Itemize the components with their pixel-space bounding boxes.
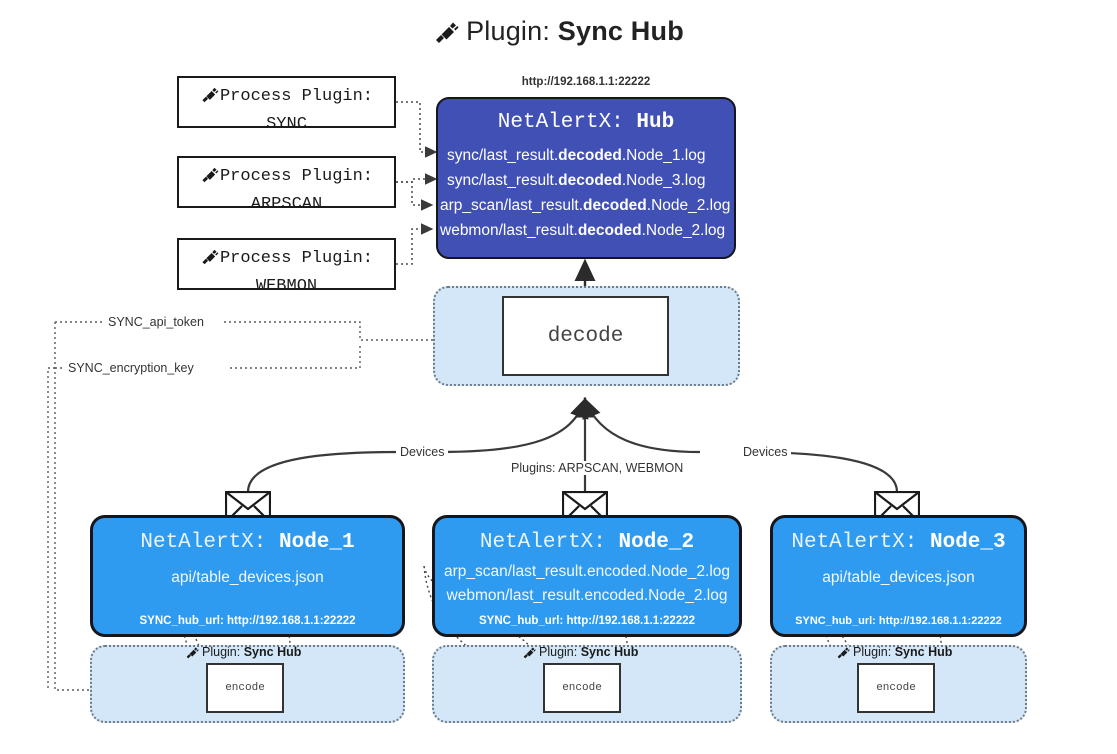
plug-icon [522,646,536,662]
encode-plugin-label: Plugin: Sync Hub [185,645,301,662]
hub-url-label: http://192.168.1.1:22222 [521,76,651,88]
hub-log-line: webmon/last_result.decoded.Node_2.log [440,222,726,240]
node-title-name: Node_1 [279,531,355,554]
hub-title: NetAlertX: Hub [438,111,734,134]
process-plugin-line1: Process Plugin: [179,247,394,275]
hub-log-line: sync/last_result.decoded.Node_3.log [447,172,706,190]
page-title-name: Sync Hub [557,16,684,46]
plug-icon [200,166,219,193]
encode-plugin-label: Plugin: Sync Hub [522,645,638,662]
plug-icon [200,86,219,113]
node-artifact: arp_scan/last_result.encoded.Node_2.log [443,563,731,580]
node-artifact-list: arp_scan/last_result.encoded.Node_2.log … [435,560,739,608]
edge-label-plugins: Plugins: ARPSCAN, WEBMON [507,461,688,475]
node-hub-url: SYNC_hub_url: http://192.168.1.1:22222 [795,615,1002,627]
plug-icon [200,248,219,275]
encode-label: encode [876,682,916,694]
node-title: NetAlertX: Node_1 [93,531,402,554]
node-title: NetAlertX: Node_2 [435,531,739,554]
node-artifact: api/table_devices.json [171,569,324,586]
node-3[interactable]: NetAlertX: Node_3 api/table_devices.json… [770,515,1027,637]
node-artifact-list: api/table_devices.json [93,566,402,590]
node-artifact: api/table_devices.json [822,569,975,586]
encode-plugin-prefix: Plugin: [853,645,892,659]
encode-plugin-name: Sync Hub [243,645,302,659]
plug-icon [836,646,850,662]
decode-label: decode [547,324,624,348]
encode-plugin-prefix: Plugin: [202,645,241,659]
process-plugin-sync[interactable]: Process Plugin: SYNC [177,76,396,134]
process-plugin-label: Process Plugin: [219,87,374,106]
hub-log-line: sync/last_result.decoded.Node_1.log [447,147,706,164]
process-plugin-label: Process Plugin: [219,249,374,268]
hub-log-line: arp_scan/last_result.decoded.Node_2.log [440,197,731,215]
process-plugin-name: WEBMON [255,276,318,296]
node-artifact-list: api/table_devices.json [773,566,1024,590]
node-title-prefix: NetAlertX: [791,531,918,554]
process-plugin-line1: Process Plugin: [179,165,394,193]
page-title: Plugin: Sync Hub [0,16,1117,51]
node-hub-url: SYNC_hub_url: http://192.168.1.1:22222 [478,615,696,627]
config-label-encryption-key: SYNC_encryption_key [64,361,198,375]
node-artifact: webmon/last_result.encoded.Node_2.log [446,587,728,605]
encode-box-node-3[interactable]: encode [857,663,935,713]
node-title-prefix: NetAlertX: [140,531,267,554]
encode-label: encode [225,682,265,694]
process-plugin-line1: Process Plugin: [179,85,394,113]
hub-title-name: Hub [636,111,675,134]
process-plugin-label: Process Plugin: [219,167,374,186]
encode-box-node-2[interactable]: encode [543,663,621,713]
node-title-name: Node_3 [930,531,1006,554]
node-title-name: Node_2 [618,531,695,554]
plug-icon [185,646,199,662]
encode-plugin-name: Sync Hub [580,645,639,659]
encode-label: encode [562,682,602,694]
process-plugin-name: ARPSCAN [250,194,323,214]
process-plugin-name: SYNC [266,114,307,134]
page-title-prefix: Plugin: [466,16,551,46]
node-title-prefix: NetAlertX: [479,531,606,554]
edge-label-devices-right: Devices [739,445,792,459]
node-hub-url: SYNC_hub_url: http://192.168.1.1:22222 [139,615,356,627]
encode-plugin-name: Sync Hub [894,645,953,659]
hub-log-list: sync/last_result.decoded.Node_1.log sync… [438,143,734,243]
hub-node[interactable]: NetAlertX: Hub sync/last_result.decoded.… [436,97,736,259]
node-1[interactable]: NetAlertX: Node_1 api/table_devices.json… [90,515,405,637]
decode-box[interactable]: decode [502,296,669,376]
encode-box-node-1[interactable]: encode [206,663,284,713]
node-2[interactable]: NetAlertX: Node_2 arp_scan/last_result.e… [432,515,742,637]
config-label-api-token: SYNC_api_token [104,315,208,329]
node-title: NetAlertX: Node_3 [773,531,1024,554]
encode-plugin-label: Plugin: Sync Hub [836,645,952,662]
plug-icon [433,20,459,51]
process-plugin-arpscan[interactable]: Process Plugin: ARPSCAN [177,156,396,214]
encode-plugin-prefix: Plugin: [539,645,578,659]
hub-title-prefix: NetAlertX: [497,111,624,134]
edge-label-devices-left: Devices [396,445,449,459]
process-plugin-webmon[interactable]: Process Plugin: WEBMON [177,238,396,296]
